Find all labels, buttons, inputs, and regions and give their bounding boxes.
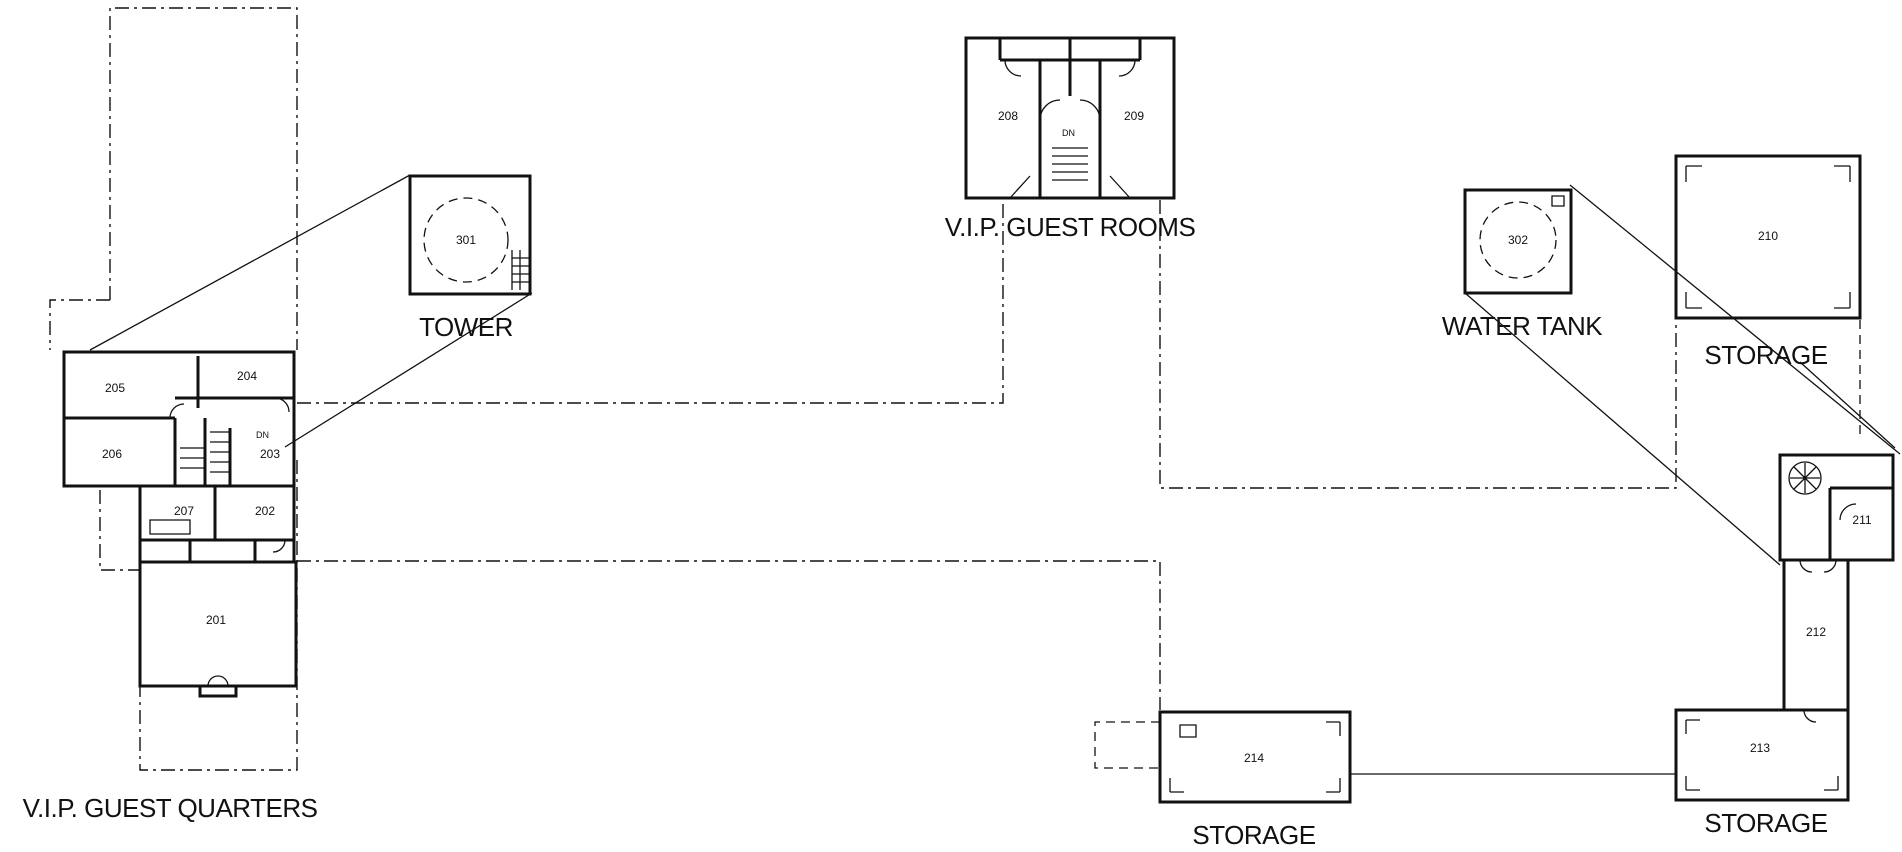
room-201: 201 <box>206 613 226 627</box>
storage-213-label: STORAGE <box>1704 808 1827 838</box>
vip-guest-quarters-label: V.I.P. GUEST QUARTERS <box>23 793 318 823</box>
stair-down-mark: DN <box>256 430 269 440</box>
room-205: 205 <box>105 381 125 395</box>
room-212: 212 <box>1806 625 1826 639</box>
dashed-leader-lines <box>49 7 1861 771</box>
room-209: 209 <box>1124 109 1144 123</box>
room-207: 207 <box>174 504 194 518</box>
room-214: 214 <box>1244 751 1264 765</box>
storage-210-label: STORAGE <box>1704 340 1827 370</box>
room-301: 301 <box>456 233 476 247</box>
vip-guest-rooms-plan <box>964 36 1176 200</box>
water-tank-plan <box>1463 188 1573 295</box>
room-302: 302 <box>1508 233 1528 247</box>
storage-213-chain-plan <box>1674 453 1895 802</box>
room-213: 213 <box>1750 741 1770 755</box>
tower-label: TOWER <box>419 312 513 342</box>
vip-guest-quarters-plan <box>62 350 298 698</box>
storage-210-plan <box>1674 154 1862 320</box>
tower-plan <box>408 174 532 296</box>
room-202: 202 <box>255 504 275 518</box>
room-206: 206 <box>102 447 122 461</box>
room-204: 204 <box>237 369 257 383</box>
room-203: 203 <box>260 447 280 461</box>
stair-down-mark-guest: DN <box>1062 128 1075 138</box>
storage-214-label: STORAGE <box>1192 820 1315 850</box>
room-211: 211 <box>1852 513 1871 527</box>
vip-guest-rooms-label: V.I.P. GUEST ROOMS <box>945 212 1196 242</box>
water-tank-label: WATER TANK <box>1442 311 1603 341</box>
room-208: 208 <box>998 109 1018 123</box>
room-210: 210 <box>1758 229 1778 243</box>
storage-214-plan <box>1158 710 1676 804</box>
